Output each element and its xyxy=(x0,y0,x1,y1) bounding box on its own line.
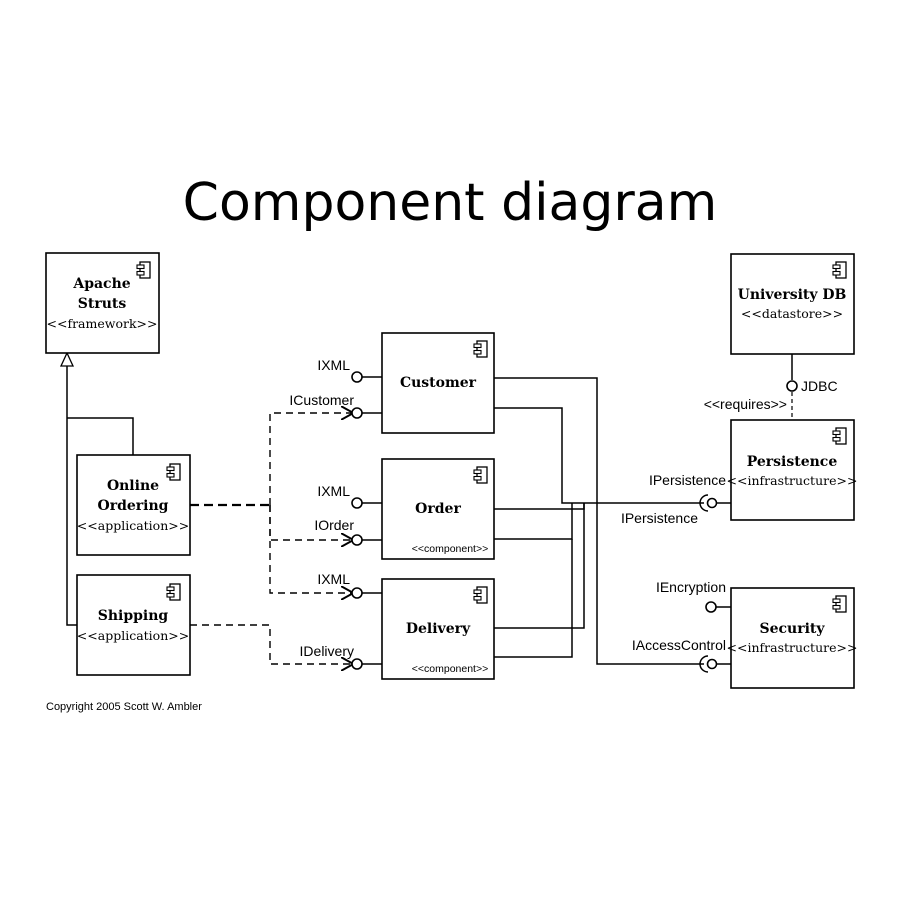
component-security[interactable]: Security <<infrastructure>> xyxy=(727,587,858,689)
component-name: Shipping xyxy=(98,608,169,624)
lollipop-icon xyxy=(706,658,718,670)
lollipop-icon xyxy=(706,497,718,509)
infrastructure-wiring xyxy=(494,377,731,665)
component-name: Online xyxy=(107,478,159,494)
lollipop-icon xyxy=(351,371,363,383)
lollipop-icon xyxy=(351,658,363,670)
lollipop-icon xyxy=(351,534,363,546)
component-delivery[interactable]: Delivery <<component>> xyxy=(381,578,495,680)
lollipop-icon xyxy=(351,407,363,419)
component-stereotype: <<datastore>> xyxy=(741,306,843,321)
component-stereotype: <<application>> xyxy=(77,518,189,533)
component-name: Delivery xyxy=(406,621,471,637)
component-shipping[interactable]: Shipping <<application>> xyxy=(76,574,191,676)
component-apache-struts[interactable]: Apache Struts <<framework>> xyxy=(45,252,160,354)
component-persistence[interactable]: Persistence <<infrastructure>> xyxy=(727,419,858,521)
shipping-dependency xyxy=(190,624,352,664)
component-university-db[interactable]: University DB <<datastore>> xyxy=(730,253,855,355)
component-name: Ordering xyxy=(98,498,169,514)
component-name: Order xyxy=(415,501,461,517)
component-name: University DB xyxy=(738,287,847,303)
component-name: Security xyxy=(759,621,825,637)
interface-lollipops xyxy=(351,371,798,673)
lollipop-icon xyxy=(351,497,363,509)
interface-label-iorder: IOrder xyxy=(314,517,354,533)
interface-label-iencryption: IEncryption xyxy=(656,579,726,595)
interface-label-idelivery: IDelivery xyxy=(300,643,354,659)
interface-label-customer-ixml: IXML xyxy=(317,357,350,373)
online-ordering-dependencies xyxy=(190,413,352,593)
component-online-ordering[interactable]: Online Ordering <<application>> xyxy=(76,454,191,556)
lollipop-icon xyxy=(705,601,717,613)
copyright-text: Copyright 2005 Scott W. Ambler xyxy=(46,701,202,713)
interface-label-order-ixml: IXML xyxy=(317,483,350,499)
interface-label-delivery-ixml: IXML xyxy=(317,571,350,587)
component-name: Struts xyxy=(78,296,127,312)
interface-label-iaccesscontrol: IAccessControl xyxy=(632,637,726,653)
component-stereotype: <<infrastructure>> xyxy=(727,473,858,488)
generalization-to-apache-struts xyxy=(59,351,134,626)
component-customer[interactable]: Customer xyxy=(381,332,495,434)
component-stereotype: <<infrastructure>> xyxy=(727,640,858,655)
component-name: Apache xyxy=(72,276,130,292)
component-stereotype: <<application>> xyxy=(77,628,189,643)
socket-icon xyxy=(699,494,709,512)
component-stereotype: <<framework>> xyxy=(47,316,158,331)
component-stereotype: <<component>> xyxy=(412,663,488,675)
component-name: Customer xyxy=(400,375,477,391)
interface-label-ipersistence-required: IPersistence xyxy=(621,510,698,526)
socket-icon xyxy=(699,655,709,673)
interface-label-jdbc: JDBC xyxy=(801,378,838,394)
lollipop-icon xyxy=(786,380,798,392)
requires-stereotype: <<requires>> xyxy=(704,396,787,412)
interface-label-icustomer: ICustomer xyxy=(289,392,354,408)
component-stereotype: <<component>> xyxy=(412,543,488,555)
lollipop-icon xyxy=(351,587,363,599)
interface-label-ipersistence-provided: IPersistence xyxy=(649,472,726,488)
diagram-title: Component diagram xyxy=(183,173,718,233)
component-name: Persistence xyxy=(747,454,838,470)
interface-stems xyxy=(362,376,382,665)
component-order[interactable]: Order <<component>> xyxy=(381,458,495,560)
